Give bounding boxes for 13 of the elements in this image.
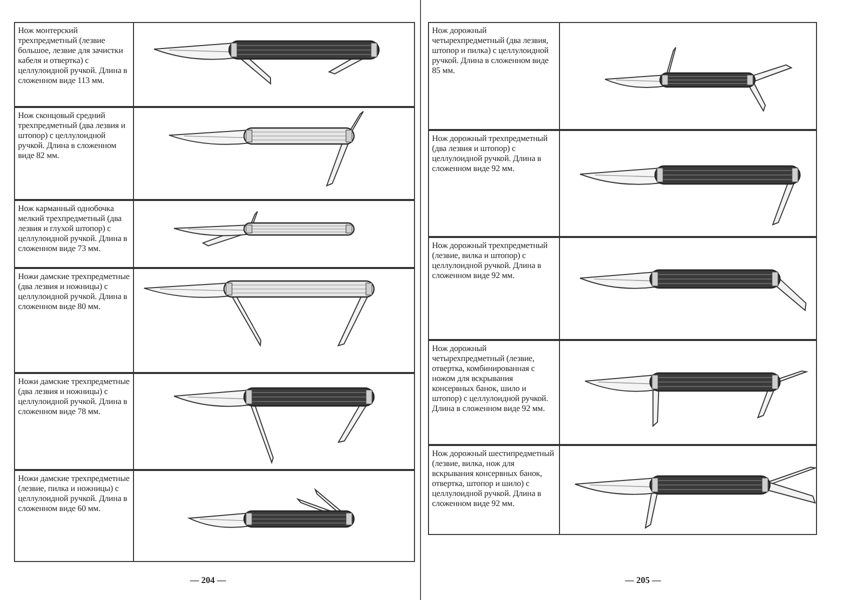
knife-description: Нож сконцовый средний трехпредметный (два лезвия и штопор) с целлулоидной ручкой. Длина в сложенном виде 82 мм. — [18, 110, 126, 160]
knife-description: Ножи дамские трехпредметные (лезвие, пилка и ножницы) с целлулоидной ручкой. Длина в сложенном виде 60 мм. — [18, 473, 130, 513]
page-number: — 205 — — [625, 574, 661, 587]
page-number: — 204 — — [190, 574, 226, 587]
knife-description: Нож дорожный шестипредметный (лезвие, вилка, нож для вскрывания консервных банок, отвертка, штопор и шило) с целлулоидной ручкой. Длина в сложенном виде 92 мм. — [432, 448, 556, 508]
knife-description: Нож дорожный четырехпредметный (два лезвия, штопор и пилка) с целлулоидной ручкой. Длина в сложенном виде 85 мм. — [432, 25, 550, 75]
knife-description: Ножи дамские трехпредметные (два лезвия и ножницы) с целлулоидной ручкой. Длина в сложенном виде 80 мм. — [18, 271, 130, 311]
knife-description: Ножи дамские трехпредметные (два лезвия и ножницы) с целлулоидной ручкой. Длина в сложенном виде 78 мм. — [18, 376, 130, 416]
knife-description: Нож монтерский трехпредметный (лезвие большое, лезвие для зачистки кабеля и отвертка) с целлулоидной ручкой. Длина в сложенном виде 113 мм. — [18, 25, 128, 85]
knife-description: Нож карманный однобочка мелкий трехпредметный (два лезвия и глухой штопор) с целлулоидной ручкой. Длина в сложенном виде 73 мм. — [18, 203, 128, 253]
knife-description: Нож дорожный четырехпредметный (лезвие, отвертка, комбинированная с ножом для вскрывания консервных банок, шило и штопор) с целлулоидной ручкой. Длина в сложенном виде 92 мм. — [432, 343, 550, 413]
knife-description: Нож дорожный трехпредметный (два лезвия и штопор) с целлулоидной ручкой. Длина в сложенном виде 92 мм. — [432, 133, 549, 173]
knife-description: Нож дорожный трехпредметный (лезвие, вилка и штопор) с целлулоидной ручкой. Длина в сложенном виде 92 мм. — [432, 240, 549, 280]
